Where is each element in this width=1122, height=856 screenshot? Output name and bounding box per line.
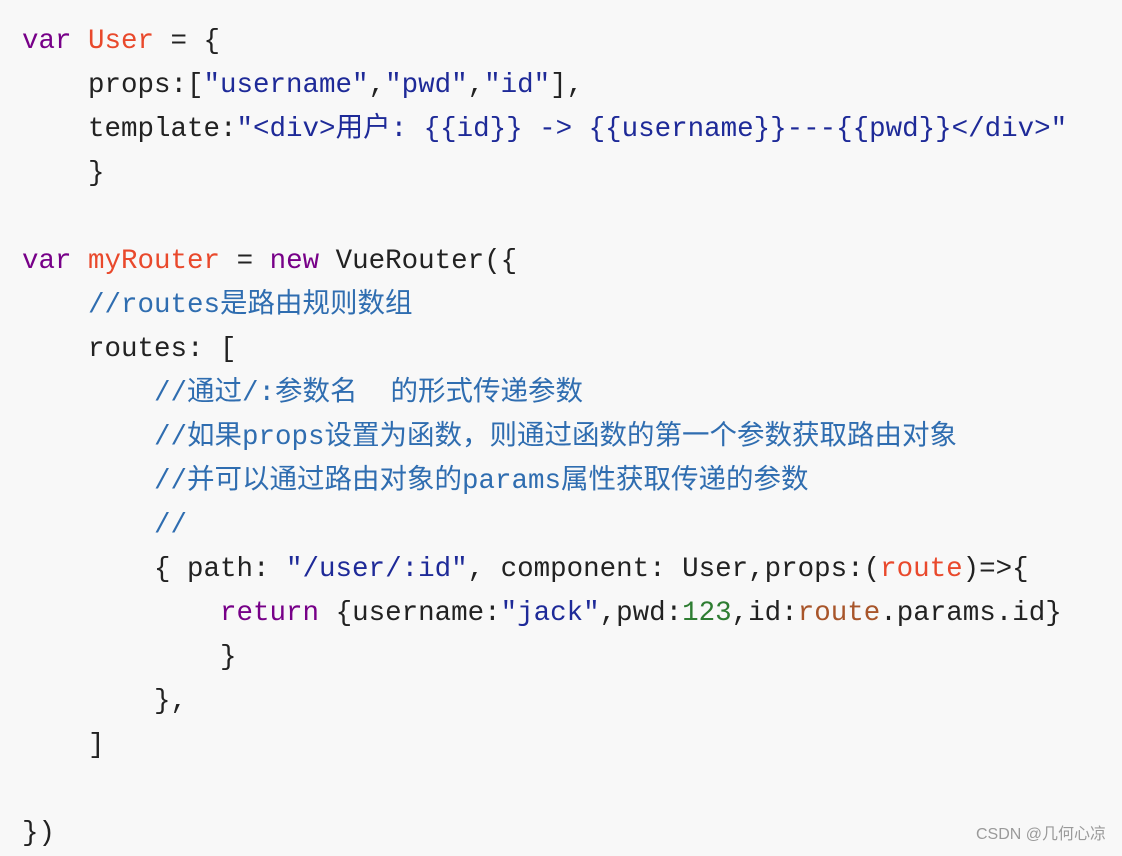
code-token: var bbox=[22, 246, 72, 277]
code-token: VueRouter({ bbox=[319, 246, 518, 277]
code-line: } bbox=[22, 152, 1067, 196]
code-line: //如果props设置为函数，则通过函数的第一个参数获取路由对象 bbox=[22, 416, 1067, 460]
code-token: "jack" bbox=[500, 598, 600, 629]
code-token: props:[ bbox=[22, 70, 204, 101]
code-line: //routes是路由规则数组 bbox=[22, 284, 1067, 328]
code-token bbox=[22, 290, 88, 321]
code-token: { path: bbox=[22, 554, 287, 585]
code-token: template: bbox=[22, 114, 237, 145]
code-line bbox=[22, 196, 1067, 240]
code-token: } bbox=[22, 158, 105, 189]
code-token: routes: [ bbox=[22, 334, 237, 365]
code-token: "username" bbox=[203, 70, 369, 101]
code-token: .params.id} bbox=[880, 598, 1062, 629]
code-token: ,pwd: bbox=[599, 598, 683, 629]
code-token: , component: User,props:( bbox=[467, 554, 881, 585]
code-token: {username: bbox=[319, 598, 501, 629]
code-line: return {username:"jack",pwd:123,id:route… bbox=[22, 592, 1067, 636]
code-token bbox=[22, 466, 154, 497]
code-token: "/user/:id" bbox=[286, 554, 468, 585]
code-token: ] bbox=[22, 730, 105, 761]
code-token: var bbox=[22, 26, 72, 57]
code-token: 123 bbox=[682, 598, 732, 629]
code-line: template:"<div>用户: {{id}} -> {{username}… bbox=[22, 108, 1067, 152]
code-line: //并可以通过路由对象的params属性获取传递的参数 bbox=[22, 460, 1067, 504]
code-token: "<div>用户: {{id}} -> {{username}}---{{pwd… bbox=[236, 114, 1068, 145]
code-token: "id" bbox=[484, 70, 551, 101]
code-line: // bbox=[22, 504, 1067, 548]
code-token: ,id: bbox=[731, 598, 798, 629]
code-token bbox=[72, 246, 89, 277]
code-line: props:["username","pwd","id"], bbox=[22, 64, 1067, 108]
code-line: //通过/:参数名 的形式传递参数 bbox=[22, 372, 1067, 416]
code-token bbox=[22, 422, 154, 453]
code-line: routes: [ bbox=[22, 328, 1067, 372]
code-line: ] bbox=[22, 724, 1067, 768]
code-line bbox=[22, 768, 1067, 812]
code-token: User bbox=[88, 26, 155, 57]
code-line: { path: "/user/:id", component: User,pro… bbox=[22, 548, 1067, 592]
code-token: //并可以通过路由对象的params属性获取传递的参数 bbox=[154, 466, 809, 497]
code-token: route bbox=[797, 598, 881, 629]
code-line: }) bbox=[22, 812, 1067, 856]
code-token: ], bbox=[550, 70, 584, 101]
code-block: var User = { props:["username","pwd","id… bbox=[22, 20, 1067, 856]
code-token bbox=[22, 378, 154, 409]
code-line: } bbox=[22, 636, 1067, 680]
code-token: = bbox=[220, 246, 270, 277]
code-token bbox=[72, 26, 89, 57]
code-token: }) bbox=[22, 818, 56, 849]
code-token bbox=[22, 510, 154, 541]
code-token bbox=[22, 598, 220, 629]
code-token: //routes是路由规则数组 bbox=[88, 290, 413, 321]
code-token: , bbox=[368, 70, 386, 101]
code-token: new bbox=[269, 246, 320, 277]
code-token: } bbox=[22, 642, 237, 673]
code-token: }, bbox=[22, 686, 188, 717]
code-token: //通过/:参数名 的形式传递参数 bbox=[154, 378, 584, 409]
code-token: = { bbox=[154, 26, 221, 57]
code-token: , bbox=[467, 70, 485, 101]
code-token: myRouter bbox=[88, 246, 221, 277]
code-line: var User = { bbox=[22, 20, 1067, 64]
code-line: }, bbox=[22, 680, 1067, 724]
code-token: //如果props设置为函数，则通过函数的第一个参数获取路由对象 bbox=[154, 422, 958, 453]
code-token: route bbox=[880, 554, 963, 585]
watermark: CSDN @几何心凉 bbox=[975, 826, 1106, 843]
code-token: // bbox=[154, 510, 188, 541]
code-token: return bbox=[220, 598, 320, 629]
code-token: "pwd" bbox=[385, 70, 468, 101]
code-line: var myRouter = new VueRouter({ bbox=[22, 240, 1067, 284]
code-token: )=>{ bbox=[962, 554, 1029, 585]
